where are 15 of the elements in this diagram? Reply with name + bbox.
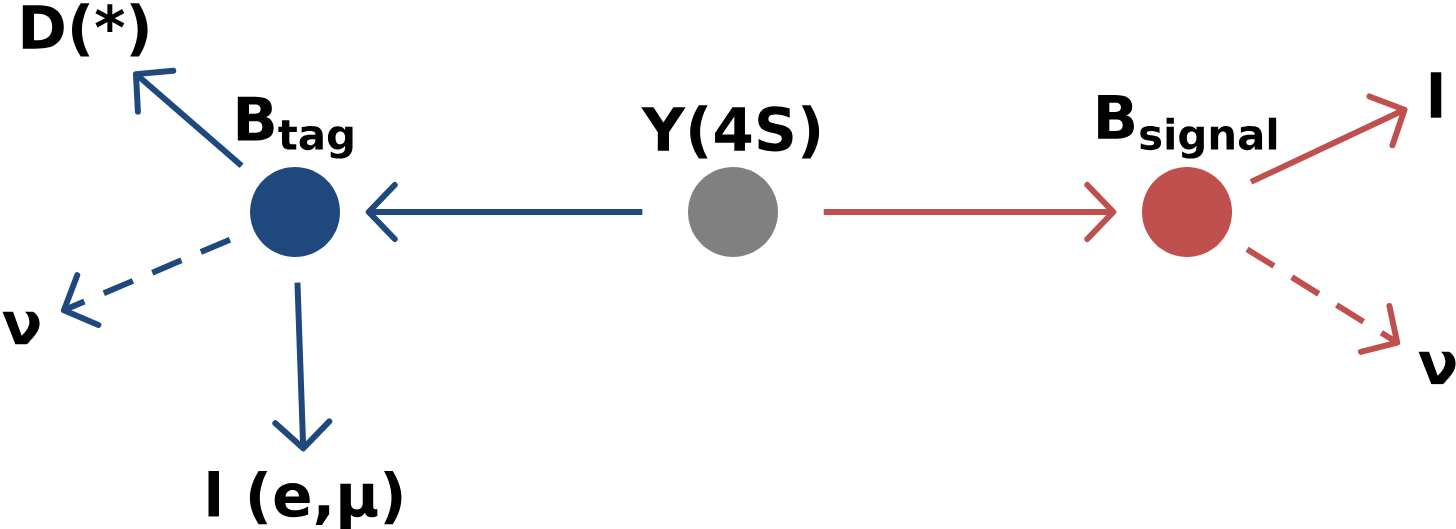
arrow	[1245, 246, 1401, 355]
node-label: Υ(4S)	[641, 105, 820, 159]
arrow	[823, 182, 1117, 242]
particle-label: D(*)	[22, 3, 148, 57]
particle-label: l	[1430, 72, 1442, 118]
node-label: B$_{tag}$	[237, 96, 353, 159]
arrow	[132, 67, 244, 168]
particle-label: ν	[1418, 351, 1456, 385]
particle-label: l (e,μ)	[208, 471, 402, 529]
particle-label: ν	[2, 311, 40, 345]
arrow	[60, 236, 232, 328]
arrow	[1249, 93, 1408, 185]
arrow	[272, 282, 333, 452]
node-label: B$_{signal}$	[1098, 95, 1277, 159]
arrow	[365, 182, 643, 242]
